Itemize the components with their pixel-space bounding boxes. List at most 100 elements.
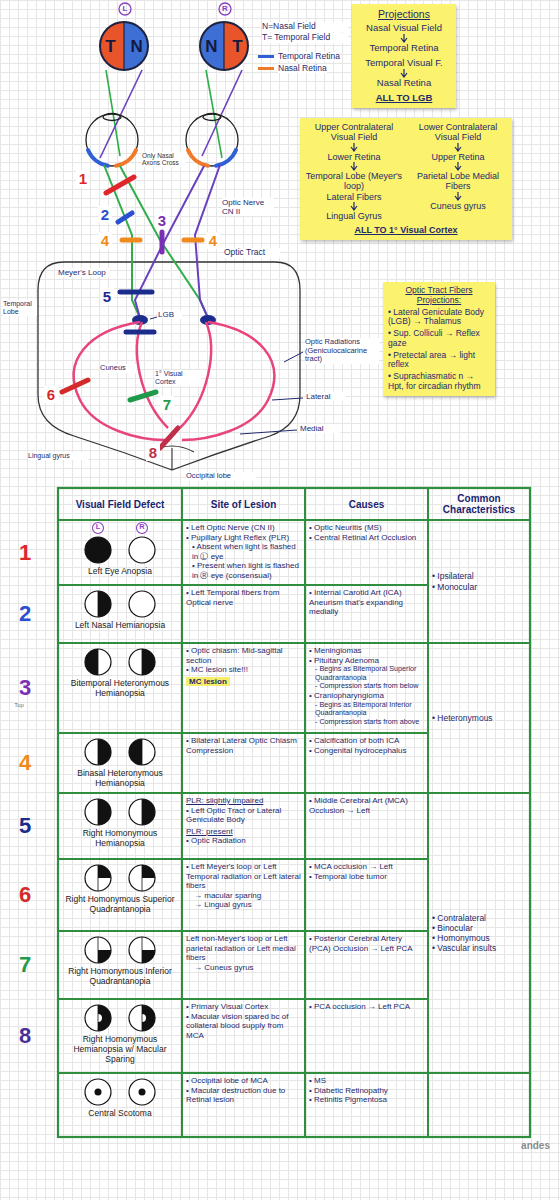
cell-text: • Craniopharyngioma [309, 691, 424, 701]
table-cell: • Occipital lobe of MCA• Macular destruc… [186, 1076, 301, 1105]
cell-text: • Present when light is flashed in Ⓡ eye… [186, 561, 301, 580]
field-letter: N [130, 38, 142, 55]
eye-letter: R [136, 523, 148, 531]
note-text: Nasal Visual Field [357, 23, 451, 34]
visual-field-icon [129, 1079, 155, 1105]
callout-number: 7 [160, 396, 174, 413]
callout-number: 6 [44, 386, 58, 403]
note-columns: Upper Contralateral Visual FieldLower Re… [305, 122, 507, 221]
circle-shape [85, 1079, 111, 1105]
part-label: N=Nasal Field [262, 22, 348, 32]
table-cell: • Meningiomas• Pituitary Adenoma- Begins… [309, 646, 424, 727]
circle-shape [85, 649, 111, 675]
sticky-note: Upper Contralateral Visual FieldLower Re… [300, 118, 512, 240]
table-cell: Left Eye Anopsia [62, 523, 178, 576]
table-cell: Right Homonymous Hemianopsia [62, 796, 178, 848]
down-arrow [349, 202, 359, 211]
line-shape [58, 732, 428, 734]
cell-text: • Optic Neuritis (MS) [309, 523, 424, 533]
optic-radiations [74, 322, 275, 440]
visual-field-icon [129, 799, 155, 825]
label-holder: 8 [146, 444, 160, 461]
note-text: • Pretectal area → light reflex [388, 351, 490, 371]
field-letter: T [232, 38, 242, 55]
cell-text: • Calcification of both ICA [309, 736, 424, 746]
note-text: ALL TO LGB [357, 93, 451, 104]
label-holder: LGB [158, 310, 182, 319]
line-shape [58, 858, 428, 860]
cell-text: • Optic chiasm: Mid-sagittal section [186, 646, 301, 665]
line-shape [58, 998, 428, 1000]
eye-letter: R [222, 5, 228, 13]
circle-shape [200, 22, 248, 70]
cell-text: → Lingual gyrus [186, 900, 301, 910]
callout-number: 4 [8, 752, 42, 774]
part-label: Cuneus [100, 364, 136, 373]
note-text: • Lateral Geniculate Body (LGB) → Thalam… [388, 308, 490, 328]
note-column: Upper Contralateral Visual FieldLower Re… [305, 122, 403, 221]
cell-text: • Diabetic Retinopathy [309, 1086, 424, 1096]
circle-shape [129, 865, 155, 891]
line-shape [142, 649, 143, 675]
spacer [62, 736, 178, 768]
line-shape [58, 792, 428, 794]
visual-field-icon [129, 739, 155, 765]
circle-shape [219, 3, 231, 15]
down-arrow [399, 69, 409, 78]
label-holder: Lateral [306, 392, 346, 401]
note-text: • Sup. Colliculi → Reflex gaze [388, 329, 490, 349]
path-shape [401, 34, 407, 42]
visual-field-circle: TN [98, 20, 150, 72]
part-label: 1° Visual Cortex [155, 370, 201, 386]
cell-text: • Retinitis Pigmentosa [309, 1095, 424, 1105]
label-holder: 6 [8, 884, 42, 906]
eye-letter: L [123, 5, 128, 13]
table-cell: • MS• Diabetic Retinopathy• Retinitis Pi… [309, 1076, 424, 1105]
cell-text: Left non-Meyer's loop or Left parietal r… [186, 934, 301, 963]
cell-text: • Absent when light is flashed in Ⓛ eye [186, 542, 301, 561]
cell-text: • Central Retinal Art Occlusion [309, 533, 424, 543]
spacer [62, 1002, 178, 1034]
path-shape [142, 865, 155, 878]
label-holder: Optic Nerve CN II [222, 198, 274, 216]
down-arrow [453, 192, 463, 201]
cell-text: • Macular vision spared bc of collateral… [186, 1012, 301, 1041]
table-cell: • Optic chiasm: Mid-sagittal section• MC… [186, 646, 301, 686]
callout-number: 6 [8, 884, 42, 906]
label-holder: Lingual gyrus [28, 452, 88, 460]
note-text: Cuneus gyrus [409, 201, 507, 211]
cell-text: - Begins as Bitemporal Inferior Quadrant… [309, 701, 424, 718]
visual-field-icon [85, 937, 111, 963]
path-shape [455, 162, 461, 170]
label-holder: T= Temporal Field [262, 33, 348, 43]
cell-text: • Contralateral [432, 913, 526, 923]
label-holder: 3 [8, 677, 42, 699]
visual-field-icon [85, 1079, 111, 1105]
table-cell: • MCA occlusion → Left• Temporal lobe tu… [309, 862, 424, 881]
legend-text: Temporal Retina [278, 52, 340, 61]
table-cell: Left Nasal Hemianopsia [62, 588, 178, 630]
legend-row: Nasal Retina [258, 64, 327, 73]
line-shape [98, 739, 99, 765]
spacer [62, 646, 178, 678]
label-holder: 4 [98, 232, 112, 249]
circle-shape [129, 937, 155, 963]
spacer [62, 796, 178, 828]
table-cell: Right Homonymous Hemianopsia w/ Macular … [62, 1002, 178, 1065]
label-holder: 3 [155, 212, 169, 229]
label-holder: andes [500, 1140, 550, 1151]
cell-text: - Begins as Bitemporal Superior Quadrant… [309, 665, 424, 682]
label-holder: 2 [98, 206, 112, 223]
cell-text: • Left Meyer's loop or Left Temporal rad… [186, 862, 301, 891]
table-border [58, 488, 530, 1137]
label-holder: Optic Tract [224, 248, 280, 258]
visual-field-icon [85, 799, 111, 825]
path-shape [124, 22, 148, 70]
circle-shape [85, 739, 111, 765]
circle-shape [129, 739, 155, 765]
callout-number: 4 [206, 232, 220, 249]
path-shape [455, 192, 461, 200]
circle-shape [129, 591, 155, 617]
circle-shape [93, 523, 104, 534]
table-cell: • Ipsilateral• Monocular [432, 571, 526, 591]
